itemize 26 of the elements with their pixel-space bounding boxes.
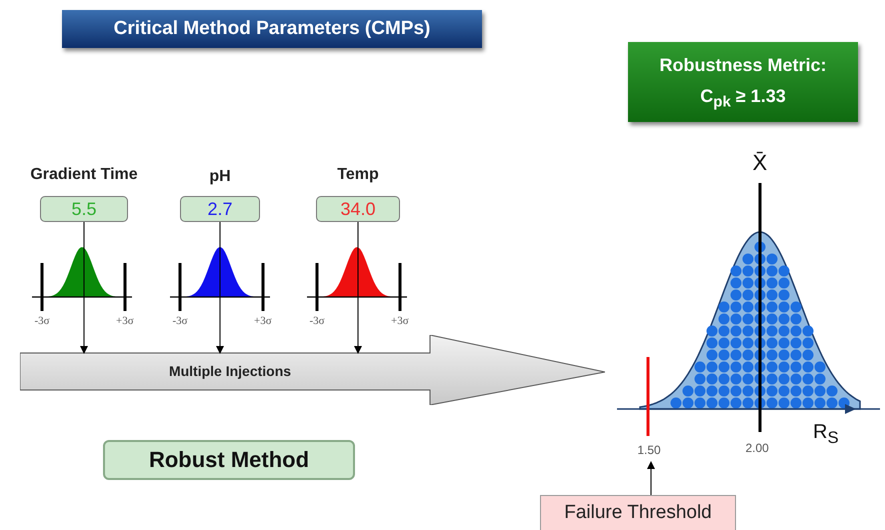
mean-symbol: X̄ <box>752 150 768 176</box>
block-arrow <box>20 335 605 405</box>
value-box: 5.5 <box>40 196 128 222</box>
value-box: 34.0 <box>316 196 400 222</box>
arrow-label: Multiple Injections <box>168 363 292 379</box>
arrow <box>216 222 224 354</box>
parameter-name: pH <box>208 168 232 186</box>
parameter-name: Gradient Time <box>29 166 139 184</box>
value-box: 2.7 <box>180 196 260 222</box>
sigma-label: -3σ <box>172 315 188 328</box>
arrow <box>647 461 655 496</box>
sigma-label: -3σ <box>34 315 50 328</box>
tick-label: 1.50 <box>632 441 666 459</box>
arrow <box>80 222 88 354</box>
parameter-name: Temp <box>336 166 380 184</box>
sigma-label: +3σ <box>254 315 272 328</box>
threshold-box: Failure Threshold <box>540 495 736 530</box>
sigma-label: -3σ <box>310 315 325 328</box>
sigma-label: +3σ <box>116 315 134 328</box>
metric-box: Robustness Metric: C$_{pk}$ ≥ 1.33 <box>628 42 858 122</box>
arrow <box>354 222 362 354</box>
sigma-label: +3σ <box>391 315 409 328</box>
title-banner: Critical Method Parameters (CMPs) <box>62 10 482 48</box>
tick-label: 2.00 <box>746 441 769 456</box>
result-box: Robust Method <box>103 440 355 480</box>
axis-label: R$_{S}$ <box>813 420 839 448</box>
